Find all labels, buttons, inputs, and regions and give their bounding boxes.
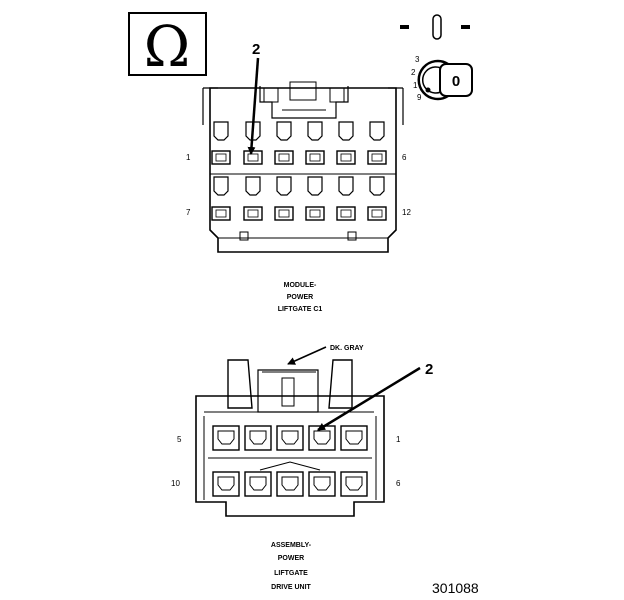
drive-callout: 2 — [425, 361, 433, 378]
ohm-symbol: Ω — [144, 15, 190, 80]
wire-color-label: DK. GRAY — [330, 345, 364, 352]
drive-cavity — [244, 471, 272, 497]
drive-cavity — [276, 471, 304, 497]
key-label: 0 — [452, 73, 460, 90]
drive-pin-5: 5 — [177, 435, 182, 444]
drive-label-line-4: DRIVE UNIT — [271, 584, 311, 591]
c1-cavity — [243, 176, 263, 221]
c1-cavity — [336, 176, 356, 221]
drive-label-line-3: LIFTGATE — [274, 570, 308, 577]
ohmmeter-icon: Ω — [128, 12, 207, 80]
c1-cavity — [336, 121, 356, 165]
key-position-1: 1 — [413, 81, 418, 90]
c1-cavity — [305, 176, 325, 221]
svg-text:9: 9 — [417, 93, 422, 102]
c1-cavity — [367, 121, 387, 165]
figure-number: 301088 — [432, 580, 479, 596]
key-position-2: 2 — [411, 68, 416, 77]
c1-label-line-2: POWER — [287, 294, 313, 301]
key-position-3: 3 — [415, 55, 420, 64]
drive-pin-6: 6 — [396, 479, 401, 488]
c1-label-line-3: LIFTGATE C1 — [278, 306, 323, 313]
drive-cavity-group — [212, 425, 368, 497]
drive-cavity — [244, 425, 272, 451]
c1-cavity — [305, 121, 325, 165]
c1-cavity — [211, 121, 231, 165]
drive-pin-1: 1 — [396, 435, 401, 444]
drive-cavity — [276, 425, 304, 451]
c1-cavity — [211, 176, 231, 221]
meter-leads-icon — [400, 14, 470, 40]
c1-pin-6: 6 — [402, 153, 407, 162]
drive-cavity — [212, 471, 240, 497]
c1-pin-12: 12 — [402, 208, 411, 217]
drive-cavity — [308, 425, 336, 451]
drive-pin-10: 10 — [171, 479, 180, 488]
c1-pin-1: 1 — [186, 153, 191, 162]
c1-callout: 2 — [252, 41, 260, 58]
drive-cavity — [212, 425, 240, 451]
drive-label-line-1: ASSEMBLY- — [271, 542, 312, 549]
c1-cavity — [274, 176, 294, 221]
drive-cavity — [308, 471, 336, 497]
c1-label-line-1: MODULE- — [284, 282, 317, 289]
c1-cavity-group — [211, 121, 387, 221]
drive-cavity — [340, 471, 368, 497]
ignition-key-icon: 3 2 1 9 0 — [411, 55, 473, 102]
c1-pin-7: 7 — [186, 208, 191, 217]
connector-drive-unit: 5 1 10 6 DK. GRAY 2 ASSEMBLY- POWER LIFT… — [171, 345, 433, 591]
c1-cavity — [367, 176, 387, 221]
drive-cavity — [340, 425, 368, 451]
drive-label-line-2: POWER — [278, 555, 304, 562]
c1-cavity — [274, 121, 294, 165]
connector-module-c1: 1 6 7 12 2 MODULE- POWER LIFTGATE C1 — [186, 41, 411, 313]
